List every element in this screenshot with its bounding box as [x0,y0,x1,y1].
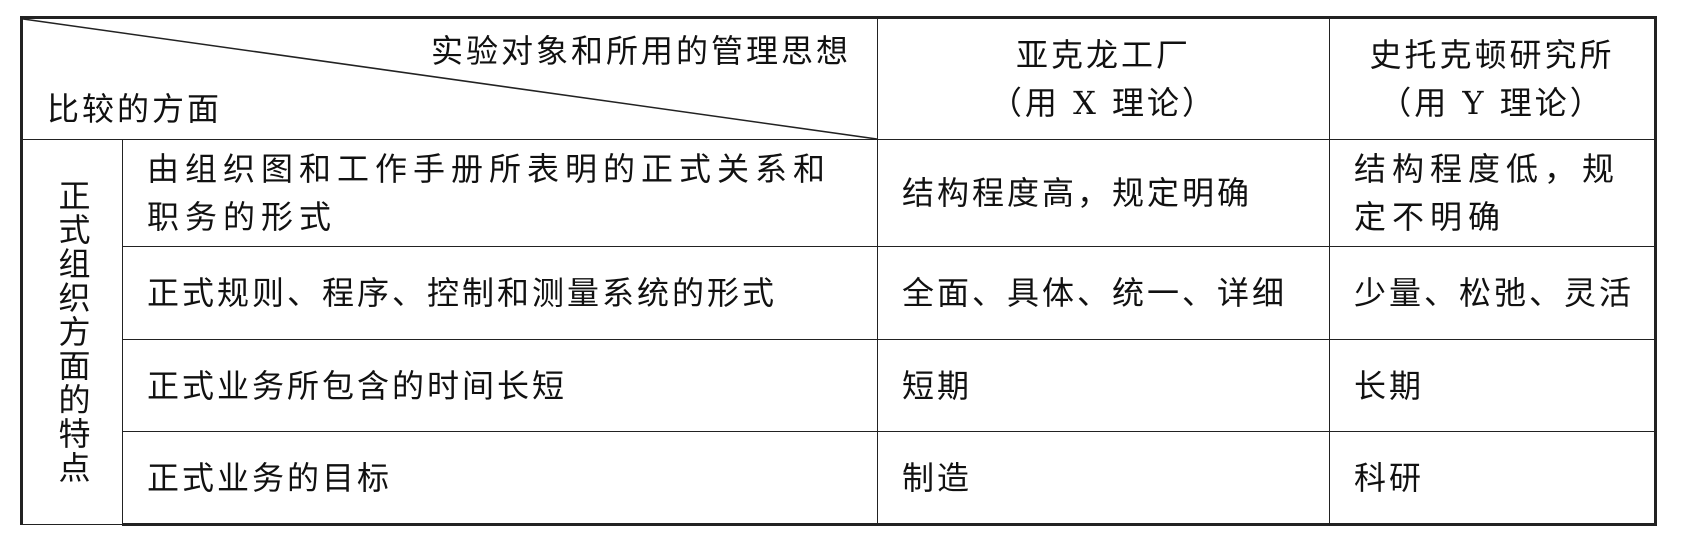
stockton-cell: 科研 [1329,431,1657,526]
akron-cell: 短期 [877,338,1330,433]
header-diagonal-top-label: 实验对象和所用的管理思想 [430,32,851,70]
column-header-akron: 亚克龙工厂 （用 X 理论） [877,15,1330,141]
diagonal-line [23,19,877,140]
diagonal-header-cell: 实验对象和所用的管理思想 比较的方面 [20,15,878,141]
akron-cell: 全面、具体、统一、详细 [877,246,1330,340]
aspect-cell: 正式规则、程序、控制和测量系统的形式 [122,246,878,340]
stockton-cell: 长期 [1329,338,1657,433]
comparison-table: 实验对象和所用的管理思想 比较的方面 亚克龙工厂 （用 X 理论） 史托克顿研究… [20,15,1657,526]
table-row: 正式组织方面的特点 由组织图和工作手册所表明的正式关系和职务的形式 结构程度高，… [20,139,1657,525]
aspect-cell: 由组织图和工作手册所表明的正式关系和职务的形式 [122,139,878,248]
column-header-akron-name: 亚克龙工厂 [1015,36,1191,74]
column-header-akron-theory: （用 X 理论） [989,84,1218,122]
aspect-cell: 正式业务所包含的时间长短 [122,338,878,433]
akron-cell: 制造 [877,431,1330,526]
table-row: 正式业务所包含的时间长短 短期 长期 [22,338,1657,433]
column-header-stockton-name: 史托克顿研究所 [1369,36,1615,74]
table-row: 正式业务的目标 制造 科研 [22,431,1657,526]
column-header-stockton: 史托克顿研究所 （用 Y 理论） [1329,15,1657,141]
akron-cell: 结构程度高，规定明确 [877,139,1330,248]
stockton-cell: 结构程度低，规定不明确 [1329,139,1657,248]
stockton-cell: 少量、松弛、灵活 [1329,246,1657,340]
group-label: 正式组织方面的特点 [53,179,92,485]
table-row: 正式规则、程序、控制和测量系统的形式 全面、具体、统一、详细 少量、松弛、灵活 [22,246,1657,340]
header-diagonal-bottom-label: 比较的方面 [47,90,223,129]
header-row: 实验对象和所用的管理思想 比较的方面 亚克龙工厂 （用 X 理论） 史托克顿研究… [20,15,1657,141]
column-header-stockton-theory: （用 Y 理论） [1379,84,1605,122]
aspect-cell: 正式业务的目标 [122,431,878,526]
group-label-cell: 正式组织方面的特点 [20,139,123,525]
